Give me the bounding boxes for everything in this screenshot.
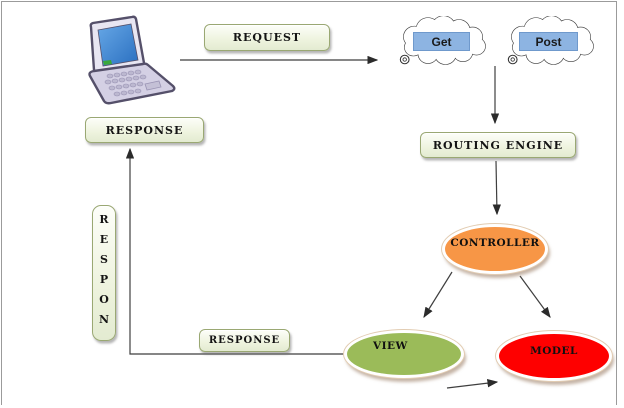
controller-label: CONTROLLER xyxy=(450,237,540,249)
arrow-response-return-path xyxy=(125,147,344,355)
laptop-keyboard xyxy=(104,69,147,97)
request-label: REQUEST xyxy=(232,31,302,44)
view-label: VIEW xyxy=(373,340,408,352)
routing-engine-label: ROUTING ENGINE xyxy=(432,138,564,152)
arrow-controller-to-model xyxy=(519,275,551,318)
post-cloud: Post xyxy=(503,16,600,68)
laptop-touchpad xyxy=(144,80,162,91)
controller-node: CONTROLLER xyxy=(442,224,548,274)
arrow-view-to-model xyxy=(446,378,499,389)
laptop-start-button xyxy=(103,60,112,65)
routing-engine-node: ROUTING ENGINE xyxy=(420,132,576,158)
post-label: Post xyxy=(535,34,562,49)
response-top-node: RESPONSE xyxy=(85,117,204,143)
arrow-controller-to-view xyxy=(423,271,453,319)
response-bottom-node: RESPONSE xyxy=(199,329,290,352)
response-vertical-label: RESPON xyxy=(97,213,111,333)
post-tag: Post xyxy=(519,32,578,51)
model-label: MODEL xyxy=(530,345,578,357)
model-node: MODEL xyxy=(496,331,612,381)
arrow-routing-engine-to-controller xyxy=(492,160,502,216)
get-cloud: Get xyxy=(395,16,492,68)
response-bottom-label: RESPONSE xyxy=(208,335,281,346)
get-label: Get xyxy=(431,34,452,49)
view-node: VIEW xyxy=(344,330,464,378)
laptop-screen xyxy=(97,23,139,67)
request-node: REQUEST xyxy=(204,24,330,51)
laptop-icon xyxy=(88,15,176,105)
response-top-label: RESPONSE xyxy=(105,123,184,137)
get-tag: Get xyxy=(413,32,470,51)
response-vertical-node: RESPON xyxy=(92,205,116,341)
